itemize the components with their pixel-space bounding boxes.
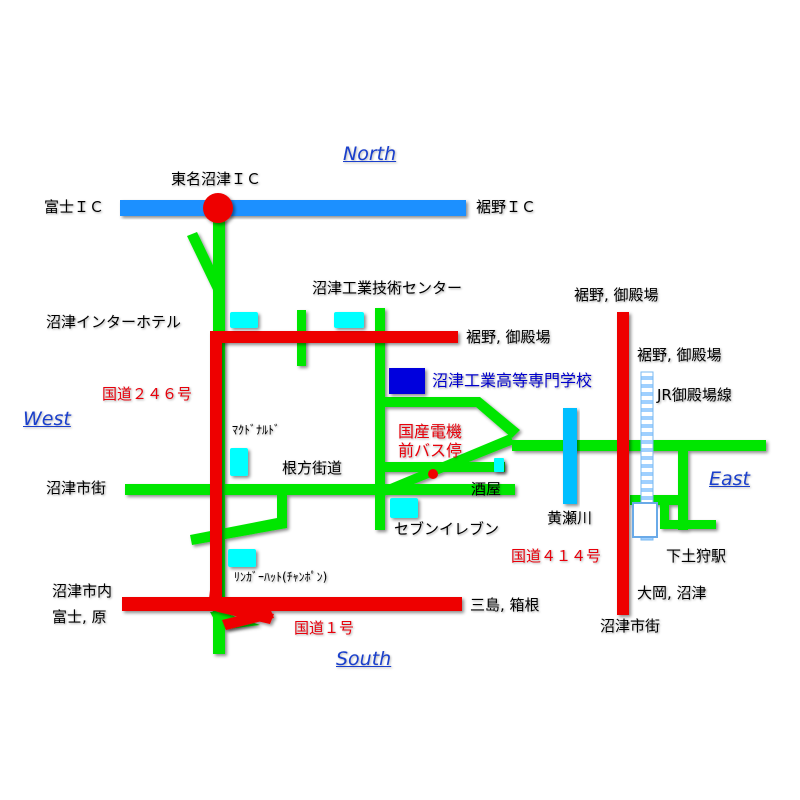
route-246-horizontal bbox=[210, 331, 458, 343]
route-1-diagonal-2 bbox=[222, 608, 274, 630]
label-fuji-ic: 富士ＩＣ bbox=[44, 198, 105, 216]
road-diagonal-nw bbox=[187, 232, 224, 292]
gijutsu-center-building bbox=[334, 312, 364, 328]
label-jr-gotemba-line: JR御殿場線 bbox=[657, 386, 732, 404]
route-414 bbox=[617, 312, 629, 615]
road-mcd-branch bbox=[190, 490, 287, 545]
label-ooka-numazu: 大岡, 沼津 bbox=[637, 584, 707, 602]
label-sakaya: 酒屋 bbox=[471, 480, 502, 498]
seven-eleven-building bbox=[390, 498, 418, 518]
label-bus-stop: 前バス停 bbox=[398, 441, 463, 460]
route-1-ramp bbox=[208, 590, 222, 612]
label-inter-hotel: 沼津インターホテル bbox=[46, 313, 182, 331]
direction-west: West bbox=[23, 408, 71, 430]
jr-gotemba-line bbox=[640, 371, 654, 541]
label-kokusan-denki: 国産電機 bbox=[398, 422, 463, 441]
mcdonalds-building bbox=[230, 448, 248, 476]
tomei-expressway bbox=[120, 200, 466, 216]
route-246-vertical bbox=[210, 331, 222, 611]
road-jr-east-h bbox=[630, 495, 688, 505]
landmarks bbox=[228, 312, 504, 567]
national-routes bbox=[122, 312, 629, 630]
label-susono-gotemba-jr: 裾野, 御殿場 bbox=[637, 346, 722, 364]
label-route-246: 国道２４６号 bbox=[102, 385, 193, 403]
label-school: 沼津工業高等専門学校 bbox=[432, 371, 593, 390]
label-nekata-kaido: 根方街道 bbox=[282, 459, 343, 477]
road-shimotogari-v bbox=[660, 505, 669, 529]
direction-south: South bbox=[336, 648, 392, 670]
label-numazu-shinai: 沼津市内 bbox=[52, 582, 113, 600]
road-nekata-kaido bbox=[125, 484, 515, 495]
ringer-hut-building bbox=[228, 549, 256, 567]
kise-river bbox=[563, 408, 577, 504]
label-kise-river: 黄瀬川 bbox=[547, 509, 593, 527]
label-susono-gotemba-route414: 裾野, 御殿場 bbox=[574, 286, 659, 304]
label-route-1: 国道１号 bbox=[294, 619, 355, 637]
school-building bbox=[389, 368, 425, 394]
label-tomei-numazu-ic: 東名沼津ＩＣ bbox=[171, 170, 262, 188]
road-diagonal-upper bbox=[378, 397, 520, 438]
bus-stop-marker bbox=[428, 469, 438, 479]
road-jr-east bbox=[678, 446, 688, 530]
direction-east: East bbox=[709, 468, 750, 490]
tomei-numazu-ic-marker bbox=[203, 193, 233, 223]
inter-hotel-building bbox=[230, 312, 258, 328]
label-seven-eleven: セブンイレブン bbox=[394, 520, 500, 538]
label-route-414: 国道４１４号 bbox=[511, 547, 602, 565]
label-susono-ic: 裾野ＩＣ bbox=[476, 198, 537, 216]
label-shimotogari-station: 下土狩駅 bbox=[666, 547, 727, 565]
road-shimotogari bbox=[660, 520, 716, 529]
road-school-horizontal bbox=[380, 462, 505, 472]
label-numazu-city-west: 沼津市街 bbox=[46, 479, 107, 497]
label-numazu-city-south: 沼津市街 bbox=[600, 617, 661, 635]
label-gijutsu-center: 沼津工業技術センター bbox=[312, 279, 463, 297]
label-mishima-hakone: 三島, 箱根 bbox=[470, 596, 540, 614]
road-east-main bbox=[512, 440, 766, 451]
shimotogari-station bbox=[632, 502, 658, 538]
label-fuji-hara: 富士, 原 bbox=[52, 608, 107, 626]
sakaya-building bbox=[494, 458, 504, 472]
route-1 bbox=[122, 597, 462, 611]
label-mcdonalds: ﾏｸﾄﾞﾅﾙﾄﾞ bbox=[232, 423, 281, 437]
label-ringer-hut: ﾘﾝｶﾞｰﾊｯﾄ(ﾁｬﾝﾎﾟﾝ) bbox=[234, 570, 328, 584]
direction-north: North bbox=[343, 143, 397, 165]
label-susono-gotemba-route246: 裾野, 御殿場 bbox=[466, 328, 551, 346]
road-school-vertical bbox=[375, 308, 385, 530]
